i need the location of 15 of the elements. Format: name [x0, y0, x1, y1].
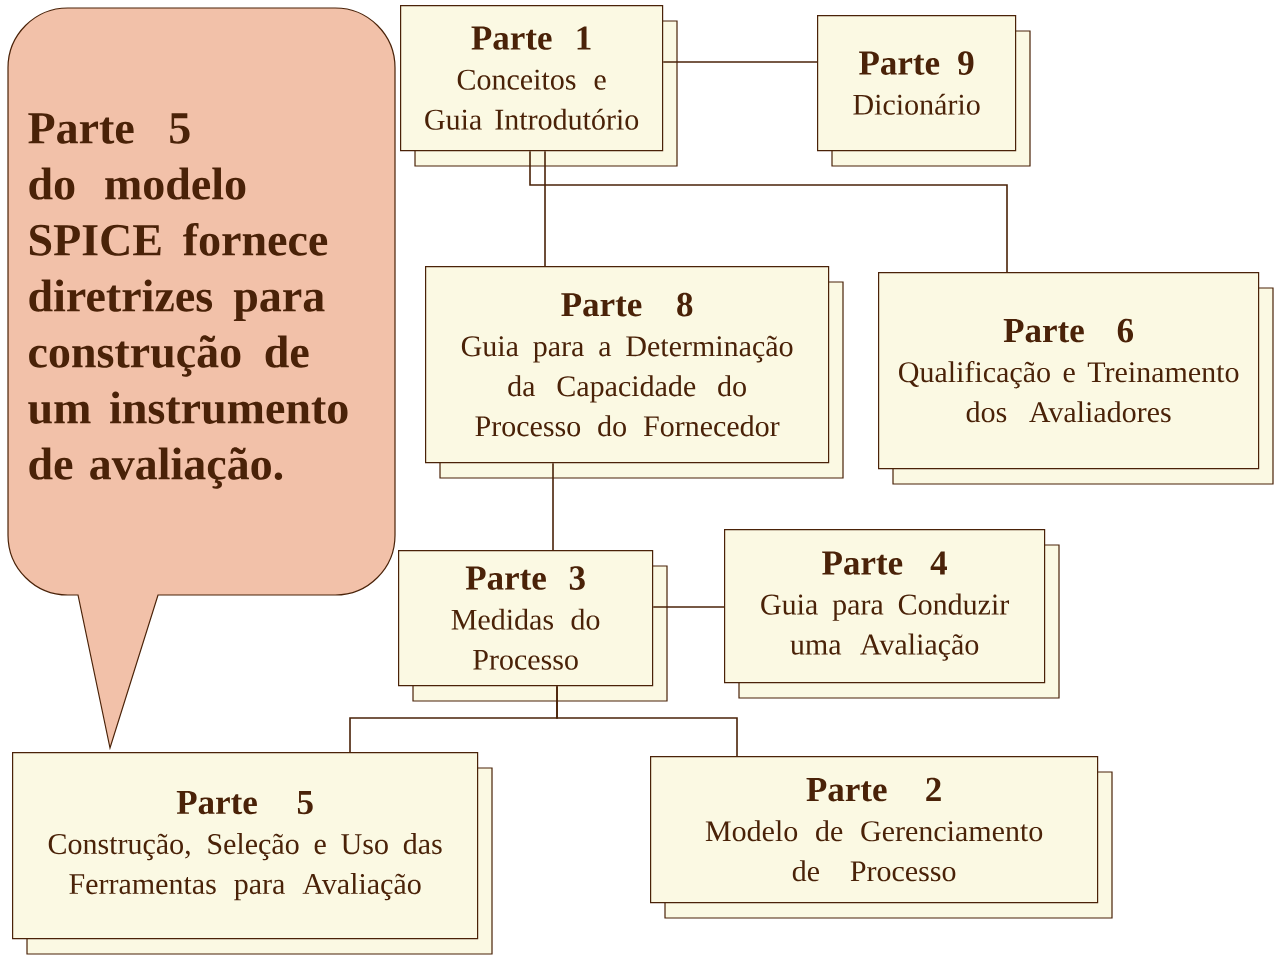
part-box: Parte 3 Medidas do Processo — [398, 550, 668, 702]
part-box: Parte 4 Guia para Conduzir uma Avaliação — [724, 529, 1060, 699]
part-box: Parte 9 Dicionário — [817, 15, 1031, 167]
connector-line — [662, 61, 818, 63]
part-box: Parte 2 Modelo de Gerenciamento de Processo — [650, 756, 1113, 919]
connector-line — [552, 462, 554, 551]
part-box: Parte 1 Conceitos e Guia Introdutório — [400, 5, 678, 167]
connector-line — [556, 685, 738, 757]
connector-line — [544, 150, 546, 267]
part-box: Parte 8 Guia para a Determinação da Capacidade do Processo do Fornecedor — [425, 266, 844, 479]
connector-line — [652, 606, 725, 608]
part-box: Parte 6 Qualificação e Treinamento dos Avaliadores — [878, 272, 1274, 485]
part-box: Parte 5 Construção, Seleção e Uso das Ferramentas para Avaliação — [12, 752, 493, 955]
connector-line — [529, 150, 1008, 273]
speech-bubble: Parte 5 do modelo SPICE fornece diretrizes para construção de um instrumento de avaliação. — [7, 7, 396, 749]
